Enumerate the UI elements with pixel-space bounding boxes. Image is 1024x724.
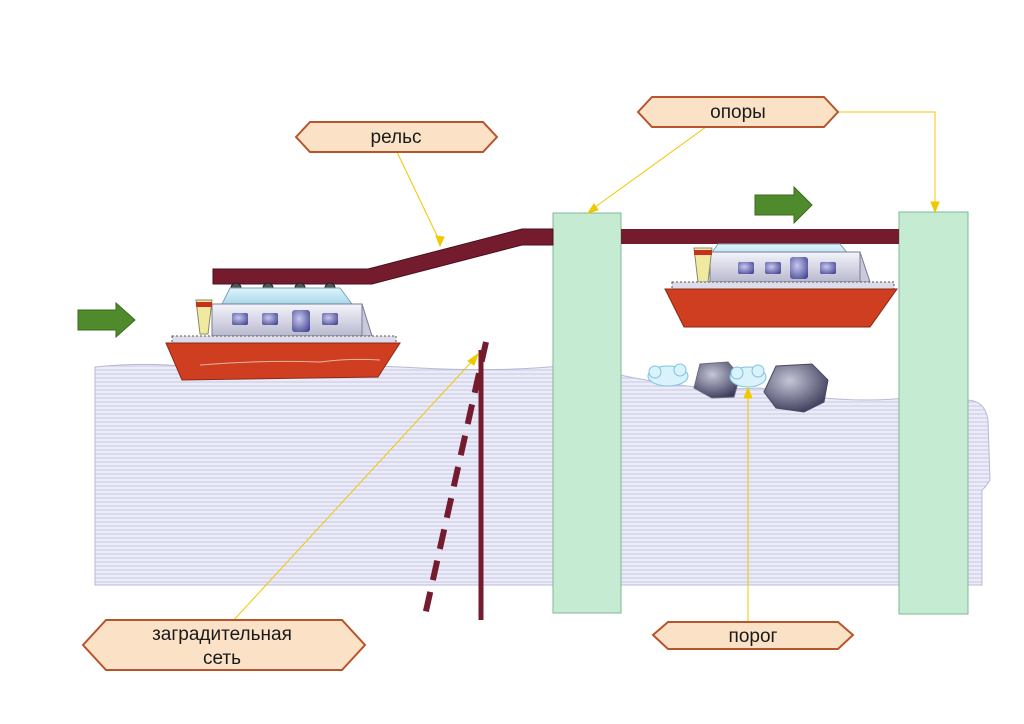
label-net: заградительная сеть [81,619,367,671]
stone-icon [763,363,829,413]
foam-icon [647,363,689,387]
label-net-text-line1: заградительная [152,624,292,645]
leader-supports-left [590,126,707,211]
stone-icon [693,361,741,399]
foam-icon [729,364,767,388]
leader-rail [396,151,441,243]
label-net-text-line2: сеть [203,648,241,669]
label-supports: опоры [636,96,840,128]
barrier-net-swung [421,341,489,621]
support-left [552,212,622,614]
boat-icon [664,243,898,328]
support-right [898,211,969,615]
leader-net [231,357,476,623]
label-rail-text: рельс [371,127,422,148]
boat-icon [165,282,401,381]
label-threshold-text: порог [729,626,778,647]
label-supports-text: опоры [710,102,766,123]
water-body [94,363,561,586]
water-body-right [619,374,906,586]
rail-segment-middle [621,229,899,244]
water-body-far [965,399,991,586]
label-threshold: порог [651,621,855,650]
leader-supports-right [838,111,936,208]
label-rail: рельс [294,121,499,153]
rail [212,228,554,285]
arrow-right-icon [754,185,813,225]
arrow-right-icon [77,301,136,339]
